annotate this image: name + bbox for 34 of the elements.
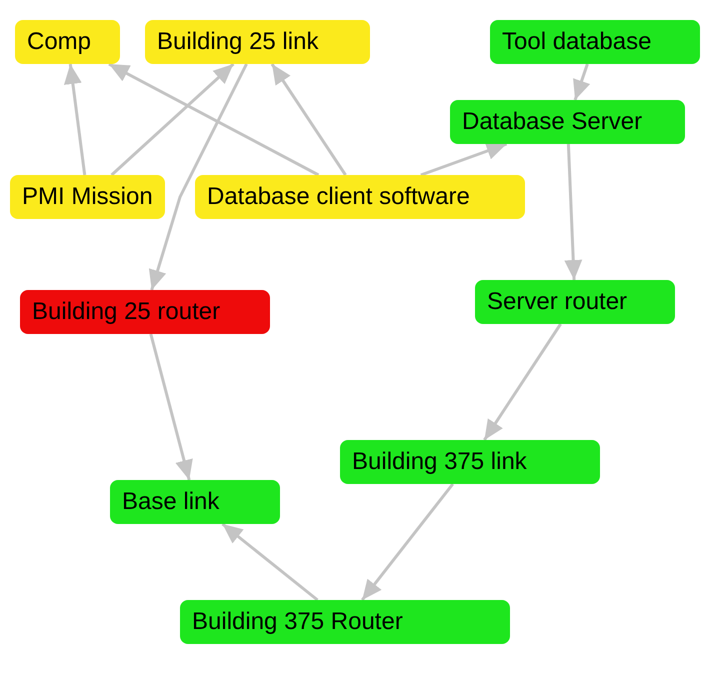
arrow [64,64,86,176]
node-label: Building 25 router [32,300,220,324]
arrow [573,64,590,100]
arrow [270,63,347,176]
node-box [10,175,165,219]
node-box [340,440,600,484]
node-label: Database client software [207,185,470,209]
node-box [195,175,525,219]
arrow [222,522,318,602]
node-label: Building 375 link [352,450,527,474]
node-box [110,480,280,524]
arrow [420,142,508,176]
node-label: Database Server [462,110,642,134]
arrow [110,62,234,176]
arrow [483,323,562,441]
node-label: Building 375 Router [192,610,403,634]
node-box [490,20,700,64]
node-label: Base link [122,490,220,514]
node-box [450,100,685,144]
node-box [180,600,510,644]
node-box [20,290,270,334]
node-label: Tool database [502,30,652,54]
node-label: Server router [487,290,628,314]
arrow [108,62,320,176]
arrow [148,63,248,290]
node-box [145,20,370,64]
node-box [475,280,675,324]
arrow [564,144,582,280]
node-label: Building 25 link [157,30,318,54]
arrow [361,483,454,601]
node-label: PMI Mission [22,185,153,209]
node-label: Comp [27,30,92,54]
node-box [15,20,120,64]
arrow [149,334,193,480]
